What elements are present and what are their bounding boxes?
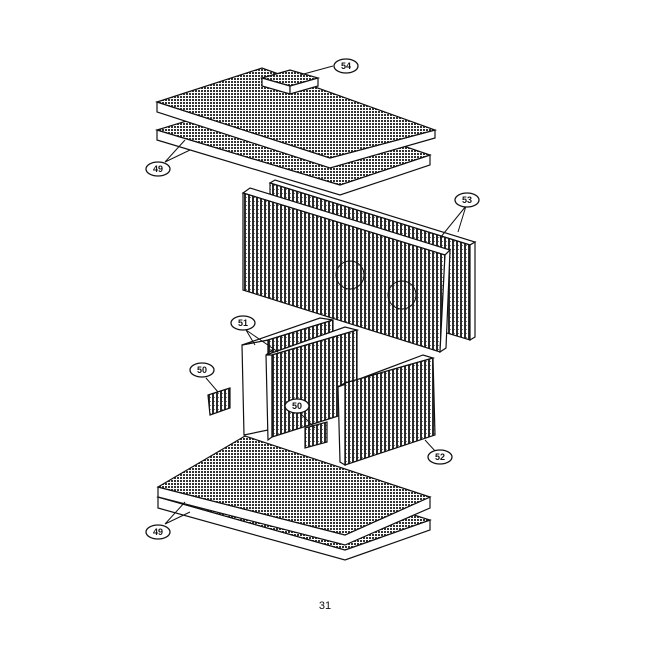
callout-50-center: 50 [284, 398, 310, 414]
svg-text:51: 51 [238, 318, 248, 328]
callout-50-left: 50 [189, 362, 215, 378]
svg-text:50: 50 [197, 365, 207, 375]
svg-text:52: 52 [435, 452, 445, 462]
tile-left [207, 387, 231, 416]
page-number: 31 [318, 600, 332, 612]
callout-49-top: 49 [145, 161, 171, 177]
back-wall-front [241, 187, 452, 354]
front-wall [337, 354, 436, 467]
tile-center [304, 421, 328, 449]
callout-53: 53 [454, 192, 480, 208]
svg-text:49: 49 [153, 164, 163, 174]
top-slab-upper [155, 67, 438, 169]
svg-text:54: 54 [341, 61, 351, 71]
callout-54: 54 [333, 58, 359, 74]
svg-text:53: 53 [462, 195, 472, 205]
callout-52: 52 [427, 449, 453, 465]
callout-51: 51 [230, 315, 256, 331]
bottom-slab-upper [156, 435, 432, 546]
leader-lines [164, 65, 467, 525]
svg-text:50: 50 [292, 401, 302, 411]
svg-text:49: 49 [153, 527, 163, 537]
top-block [259, 69, 321, 95]
callout-49-bottom: 49 [145, 524, 171, 540]
